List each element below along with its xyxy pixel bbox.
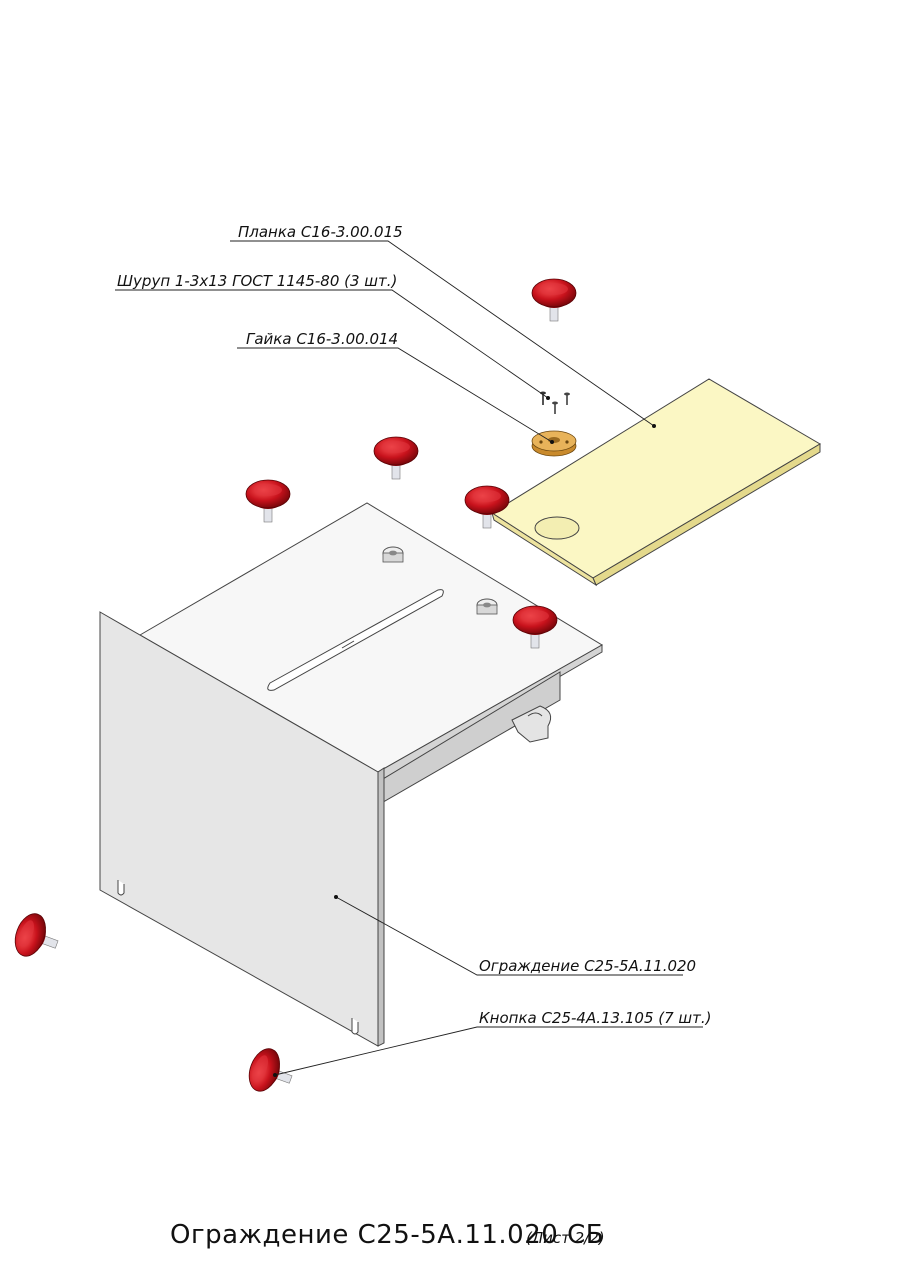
guard-edge: [377, 767, 385, 1047]
knob-7: [243, 1043, 299, 1101]
screw-3: [552, 401, 558, 414]
planka-hole: [534, 516, 580, 540]
guard-slot: [267, 589, 444, 691]
sheet-number: (Лист 2/2): [526, 1229, 605, 1247]
knob-6: [9, 908, 65, 966]
callout-knopka: Кнопка С25-4А.13.105 (7 шт.): [479, 1009, 712, 1027]
gaika-part: [531, 430, 577, 457]
leader-gaika: [237, 347, 553, 443]
planka-part: [491, 378, 821, 587]
screw-2: [564, 392, 570, 405]
callout-ograzhdenie: Ограждение С25-5А.11.020: [479, 957, 696, 975]
knob-1: [531, 278, 577, 322]
guard-notch-left: [117, 880, 125, 896]
leader-shurup: [115, 289, 549, 399]
planka-front: [491, 511, 598, 587]
guard-notch-right: [351, 1018, 359, 1035]
guard-slot-divider: [341, 640, 355, 649]
guard-part: [99, 502, 603, 1047]
callout-planka: Планка С16-3.00.015: [238, 223, 403, 241]
guard-hook-slot: [527, 712, 543, 717]
drawing-title: Ограждение С25-5А.11.020 СБ: [170, 1220, 604, 1250]
insert-nut-2: [476, 598, 498, 615]
knob-3: [245, 479, 291, 523]
callout-shurup: Шуруп 1-3х13 ГОСТ 1145-80 (3 шт.): [117, 272, 397, 290]
leader-lines: [115, 240, 703, 1077]
knob-2: [373, 436, 419, 480]
leader-knopka: [274, 1026, 703, 1076]
callout-gaika: Гайка С16-3.00.014: [246, 330, 398, 348]
leader-planka: [230, 240, 655, 427]
insert-nut-1: [382, 546, 404, 563]
leader-ograzhdenie: [335, 896, 683, 976]
